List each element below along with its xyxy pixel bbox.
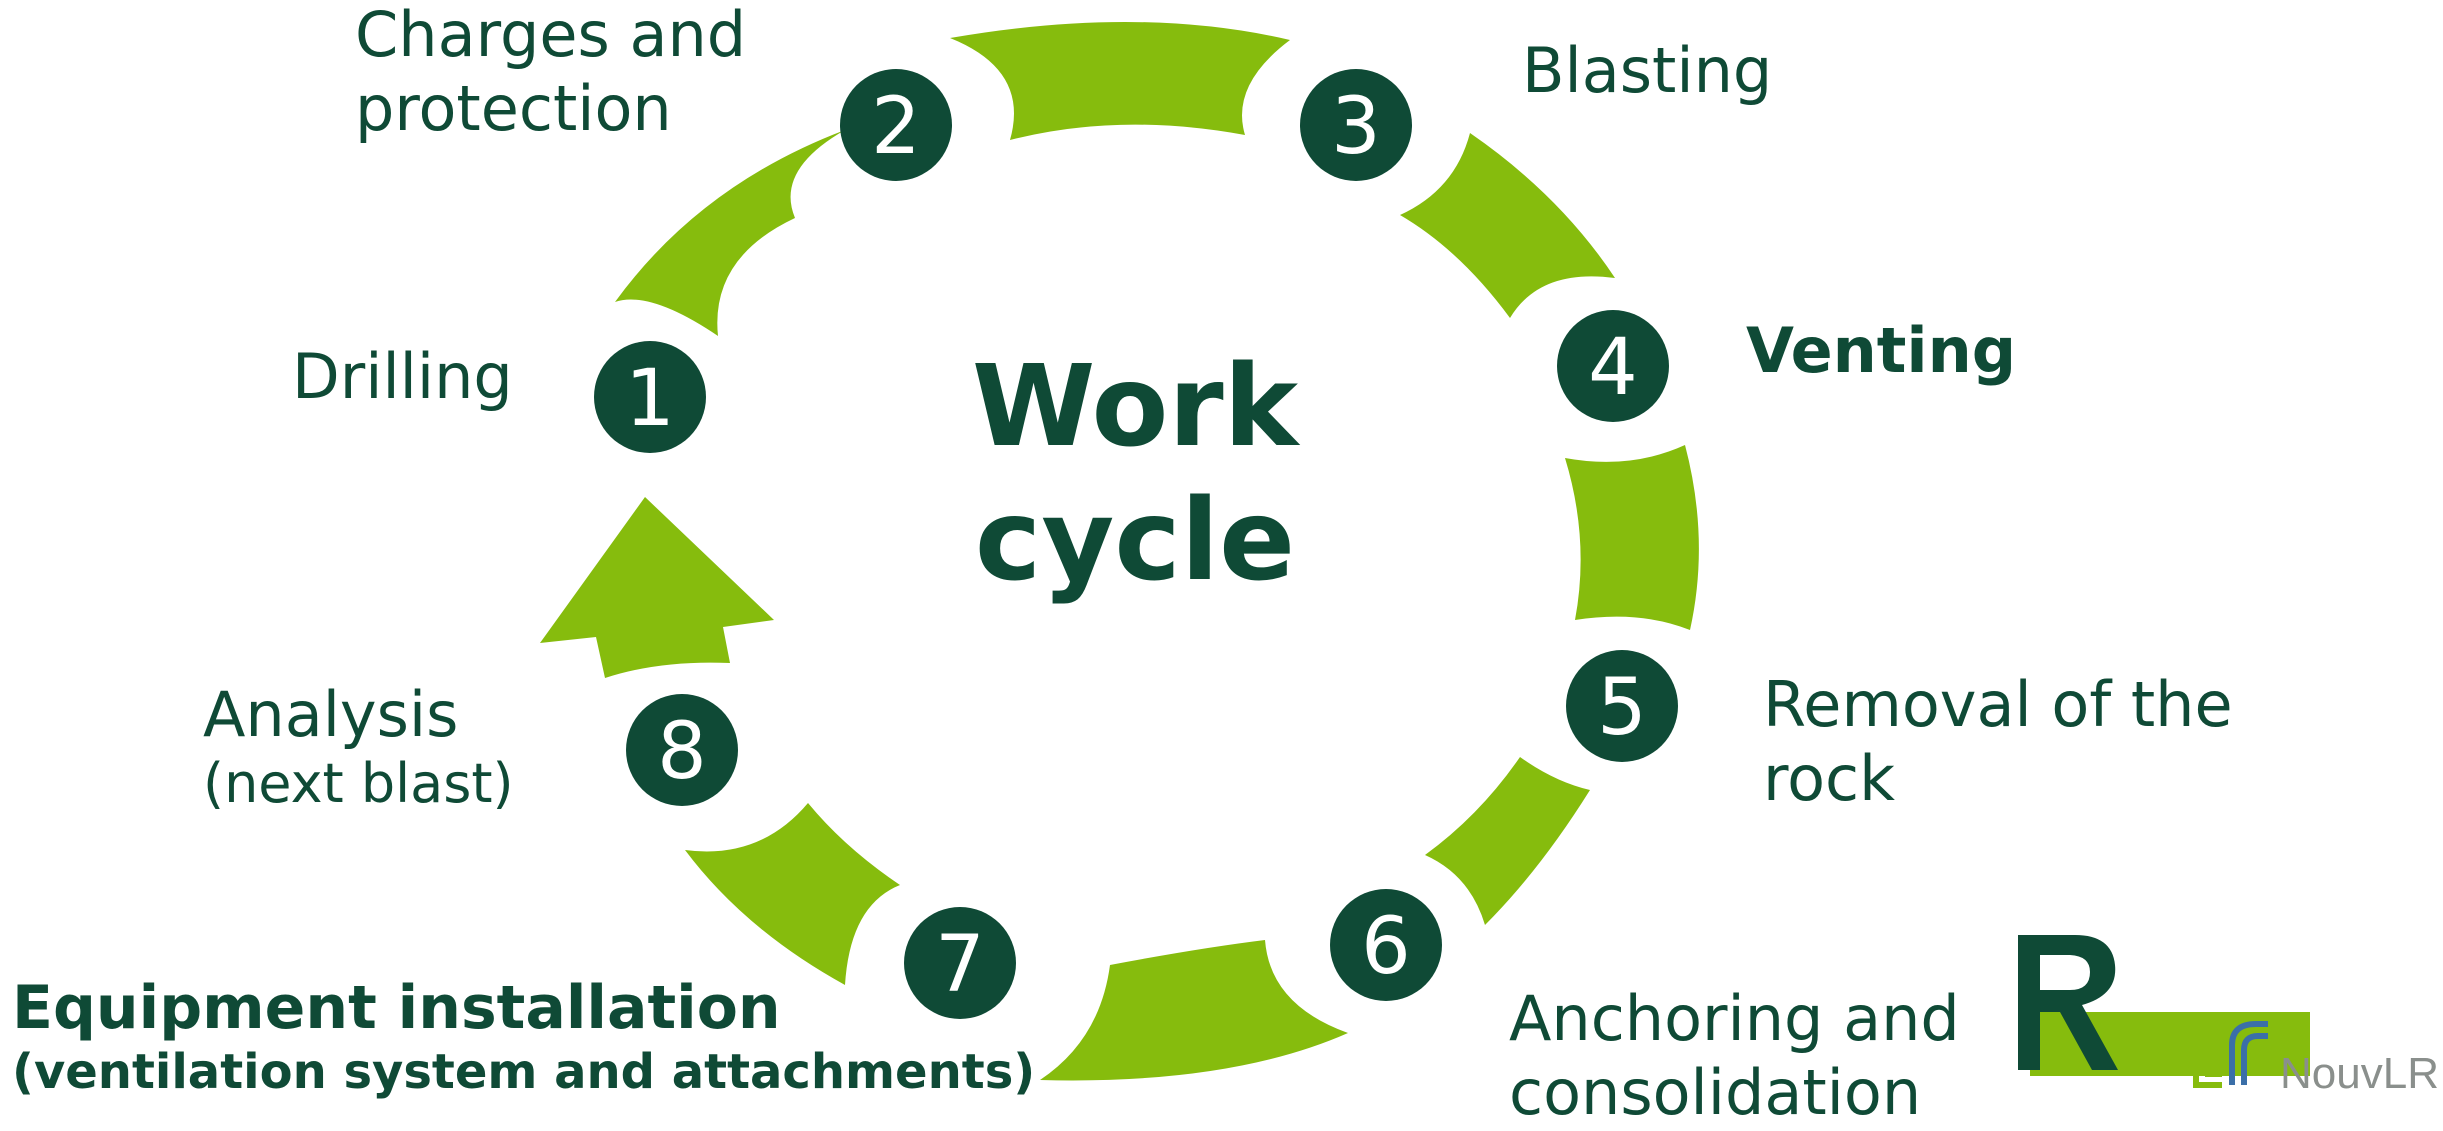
cycle-arrow-segments (540, 21, 1699, 1081)
step-4-label: Venting (1746, 314, 2016, 388)
segment-1-2 (615, 130, 845, 336)
step-5-label: Removal of the rock (1763, 668, 2233, 817)
step-6-node (1330, 889, 1442, 1001)
step-4-number: 4 (1588, 323, 1638, 413)
step-6-label: Anchoring and consolidation (1509, 982, 1960, 1131)
step-8-label-line-2: (next blast) (203, 752, 514, 816)
step-8-label: Analysis (next blast) (203, 678, 514, 817)
step-5-label-line-1: Removal of the (1763, 668, 2233, 741)
step-4-node (1557, 310, 1669, 422)
step-4-label-line-1: Venting (1746, 314, 2017, 387)
step-3-label: Blasting (1522, 34, 1772, 108)
step-2-label: Charges and protection (355, 0, 746, 147)
step-1-node (594, 341, 706, 453)
segment-4-5 (1565, 445, 1699, 630)
step-7-node (904, 907, 1016, 1019)
segment-2-3 (950, 21, 1290, 141)
step-2-label-line-1: Charges and (355, 0, 747, 71)
step-7-number: 7 (935, 920, 985, 1010)
nouvlr-logo-text: NouvLR (2280, 1049, 2439, 1098)
diagram-title-line-1: Work (971, 342, 1299, 472)
logos: NouvLR (2018, 935, 2439, 1098)
cycle-step-nodes: 1 2 3 4 5 6 7 8 (594, 69, 1678, 1019)
step-5-node (1566, 650, 1678, 762)
step-6-label-line-1: Anchoring and (1509, 982, 1960, 1055)
step-8-node (626, 694, 738, 806)
nouvlr-logo-mark (2193, 1022, 2222, 1088)
step-7-label: Equipment installation (ventilation syst… (12, 972, 1035, 1102)
r-logo-bar-right (2140, 1012, 2310, 1076)
step-1-label-line-1: Drilling (292, 340, 513, 413)
step-7-label-line-2: (ventilation system and attachments) (12, 1044, 1036, 1100)
step-3-number: 3 (1331, 82, 1381, 172)
return-arrow (540, 497, 774, 678)
step-1-number: 1 (625, 354, 675, 444)
step-5-number: 5 (1597, 663, 1647, 753)
step-8-number: 8 (657, 707, 707, 797)
step-2-label-line-2: protection (355, 72, 672, 146)
step-6-number: 6 (1361, 902, 1411, 992)
r-logo (2018, 935, 2310, 1076)
step-2-node (840, 69, 952, 181)
segment-5-6 (1425, 757, 1590, 925)
step-5-label-line-2: rock (1763, 742, 1896, 816)
diagram-title-line-2: cycle (974, 476, 1296, 607)
diagram-title: Work cycle (930, 340, 1340, 609)
segment-7-8 (685, 803, 900, 985)
step-2-number: 2 (871, 82, 921, 172)
nouvlr-logo: NouvLR (2193, 1021, 2439, 1098)
segment-3-4 (1400, 133, 1615, 318)
nouvlr-logo-mark-blue (2229, 1021, 2268, 1085)
segment-6-7 (1040, 940, 1348, 1081)
step-1-label: Drilling (292, 340, 513, 414)
step-7-label-line-1: Equipment installation (12, 973, 781, 1043)
r-logo-letter (2018, 935, 2118, 1070)
step-3-node (1300, 69, 1412, 181)
step-8-label-line-1: Analysis (203, 678, 459, 751)
step-3-label-line-1: Blasting (1522, 34, 1773, 107)
step-6-label-line-2: consolidation (1509, 1056, 1922, 1130)
